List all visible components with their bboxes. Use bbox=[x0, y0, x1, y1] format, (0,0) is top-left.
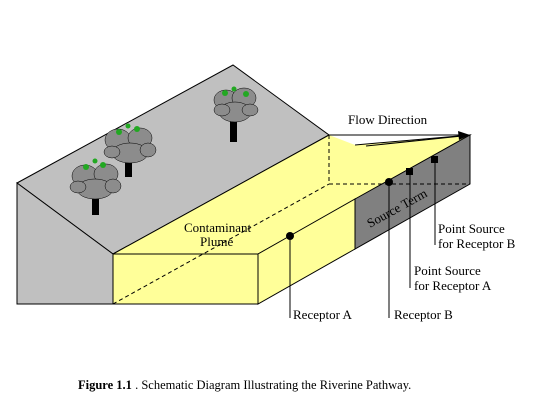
tree-middle-icon bbox=[103, 123, 157, 177]
figure-caption-text: . Schematic Diagram Illustrating the Riv… bbox=[132, 378, 411, 392]
flow-direction-arrow bbox=[365, 131, 470, 147]
tree-right-icon bbox=[213, 86, 259, 142]
contaminant-label: Contaminant bbox=[184, 220, 252, 235]
point-source-a-marker bbox=[406, 168, 413, 175]
point-source-b-marker bbox=[431, 156, 438, 163]
plume-front-face bbox=[112, 253, 259, 305]
point-source-a-label-line1: Point Source bbox=[414, 263, 481, 278]
plume-label: Plume bbox=[200, 234, 233, 249]
point-source-b-label-line1: Point Source bbox=[438, 221, 505, 236]
hidden-edge-bottom bbox=[112, 183, 330, 305]
figure-number: Figure 1.1 bbox=[78, 378, 132, 392]
river-top-far-gap bbox=[329, 135, 470, 145]
receptor-a-label: Receptor A bbox=[293, 307, 352, 322]
figure-caption: Figure 1.1 . Schematic Diagram Illustrat… bbox=[78, 378, 411, 392]
flow-direction-label: Flow Direction bbox=[348, 112, 428, 127]
point-source-b-label-line2: for Receptor B bbox=[438, 236, 516, 251]
tree-left-icon bbox=[69, 158, 122, 215]
point-source-a-label-line2: for Receptor A bbox=[414, 278, 492, 293]
receptor-b-label: Receptor B bbox=[394, 307, 453, 322]
